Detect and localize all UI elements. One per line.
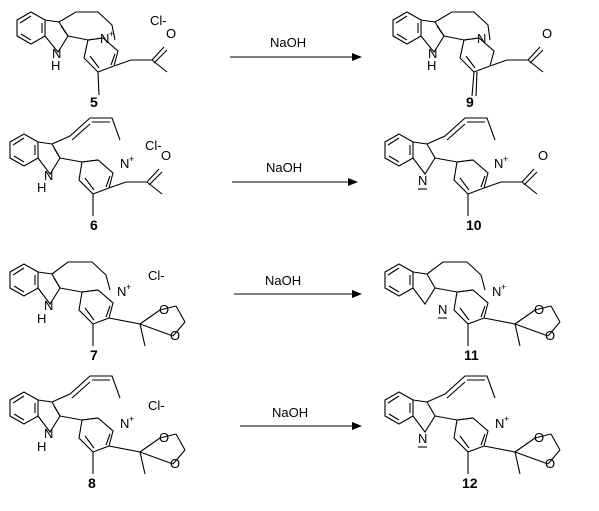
product-12-structure [384,375,561,475]
reactant-6-ketone-o: O [161,148,171,163]
reagent-label-2: NaOH [266,160,302,175]
reactant-6-structure [9,117,163,216]
reactant-7-n-label: N [117,284,126,299]
compound-5-label: 5 [90,94,98,110]
compound-12-label: 12 [462,475,478,491]
reagent-label-1: NaOH [270,35,306,50]
reaction-row-4: H N N + O O Cl- 8 NaOH [9,375,561,491]
product-9-structure [392,11,544,97]
product-12-n-charge: + [504,414,509,424]
product-11-n-label: N [492,284,501,299]
arrow-head-4 [352,422,362,430]
reactant-8-counterion: Cl- [148,398,165,413]
reactant-8-n-label: N [120,416,129,431]
product-11-n-indole: N [438,302,447,317]
reactant-8-ketal-o2: O [170,456,180,471]
product-10-ketone-o: O [538,148,548,163]
reactant-7-ketal-o2: O [170,328,180,343]
arrow-head-3 [352,290,362,298]
product-9-n-label: N [477,31,486,46]
product-12-ketal-o2: O [545,456,555,471]
product-12-ketal-o1: O [534,430,544,445]
reactant-5-ketone-o: O [166,26,176,41]
compound-10-label: 10 [466,217,482,233]
reagent-label-3: NaOH [265,273,301,288]
reaction-row-1: H N N + O Cl- 5 NaOH [16,11,552,110]
reactant-5-n-charge: + [109,29,114,39]
reactant-8-nh-label: H [37,439,46,454]
reactant-7-n-charge: + [126,282,131,292]
reactant-8-n-charge: + [129,414,134,424]
arrow-head-2 [348,178,358,186]
product-9-nh-label: H [427,58,436,73]
reactant-6-n-indole: N [44,168,53,183]
compound-6-label: 6 [90,217,98,233]
reactant-5-n-label: N [100,31,109,46]
product-11-n-charge: + [501,282,506,292]
reactant-7-counterion: Cl- [148,268,165,283]
product-11-structure [384,261,561,347]
reactant-6-n-label: N [120,156,129,171]
reactant-7-ketal-o1: O [159,302,169,317]
reactant-8-n-indole: N [44,426,53,441]
product-10-n-label: N [494,156,503,171]
reactant-8-structure [9,375,186,475]
reactant-6-counterion: Cl- [145,138,162,153]
product-12-n-label: N [495,416,504,431]
product-10-n-indole: N [418,173,427,188]
reactant-5-nh-label: H [51,58,60,73]
compound-9-label: 9 [466,94,474,110]
reactant-6-n-charge: + [129,154,134,164]
product-9-n-indole: N [428,46,437,61]
reactant-6-nh-label: H [37,180,46,195]
reaction-row-3: H N N + O O Cl- 7 NaOH [9,261,561,363]
product-10-n-charge: + [503,154,508,164]
product-11-ketal-o1: O [534,302,544,317]
reactant-7-n-indole: N [44,298,53,313]
reagent-label-4: NaOH [272,405,308,420]
product-10-structure [384,117,538,216]
reactant-5-structure [16,11,168,96]
reaction-row-2: H N N + O Cl- 6 NaOH [9,117,548,233]
arrow-head-1 [352,53,362,61]
reactant-7-nh-label: H [37,311,46,326]
reactant-5-n-indole: N [52,46,61,61]
product-12-n-indole: N [418,431,427,446]
reactant-7-structure [9,261,186,347]
product-9-ketone-o: O [542,26,552,41]
product-11-ketal-o2: O [545,328,555,343]
compound-11-label: 11 [464,347,479,363]
compound-8-label: 8 [88,475,96,491]
reactant-8-ketal-o1: O [159,430,169,445]
compound-7-label: 7 [90,347,98,363]
reactant-5-counterion: Cl- [150,13,167,28]
